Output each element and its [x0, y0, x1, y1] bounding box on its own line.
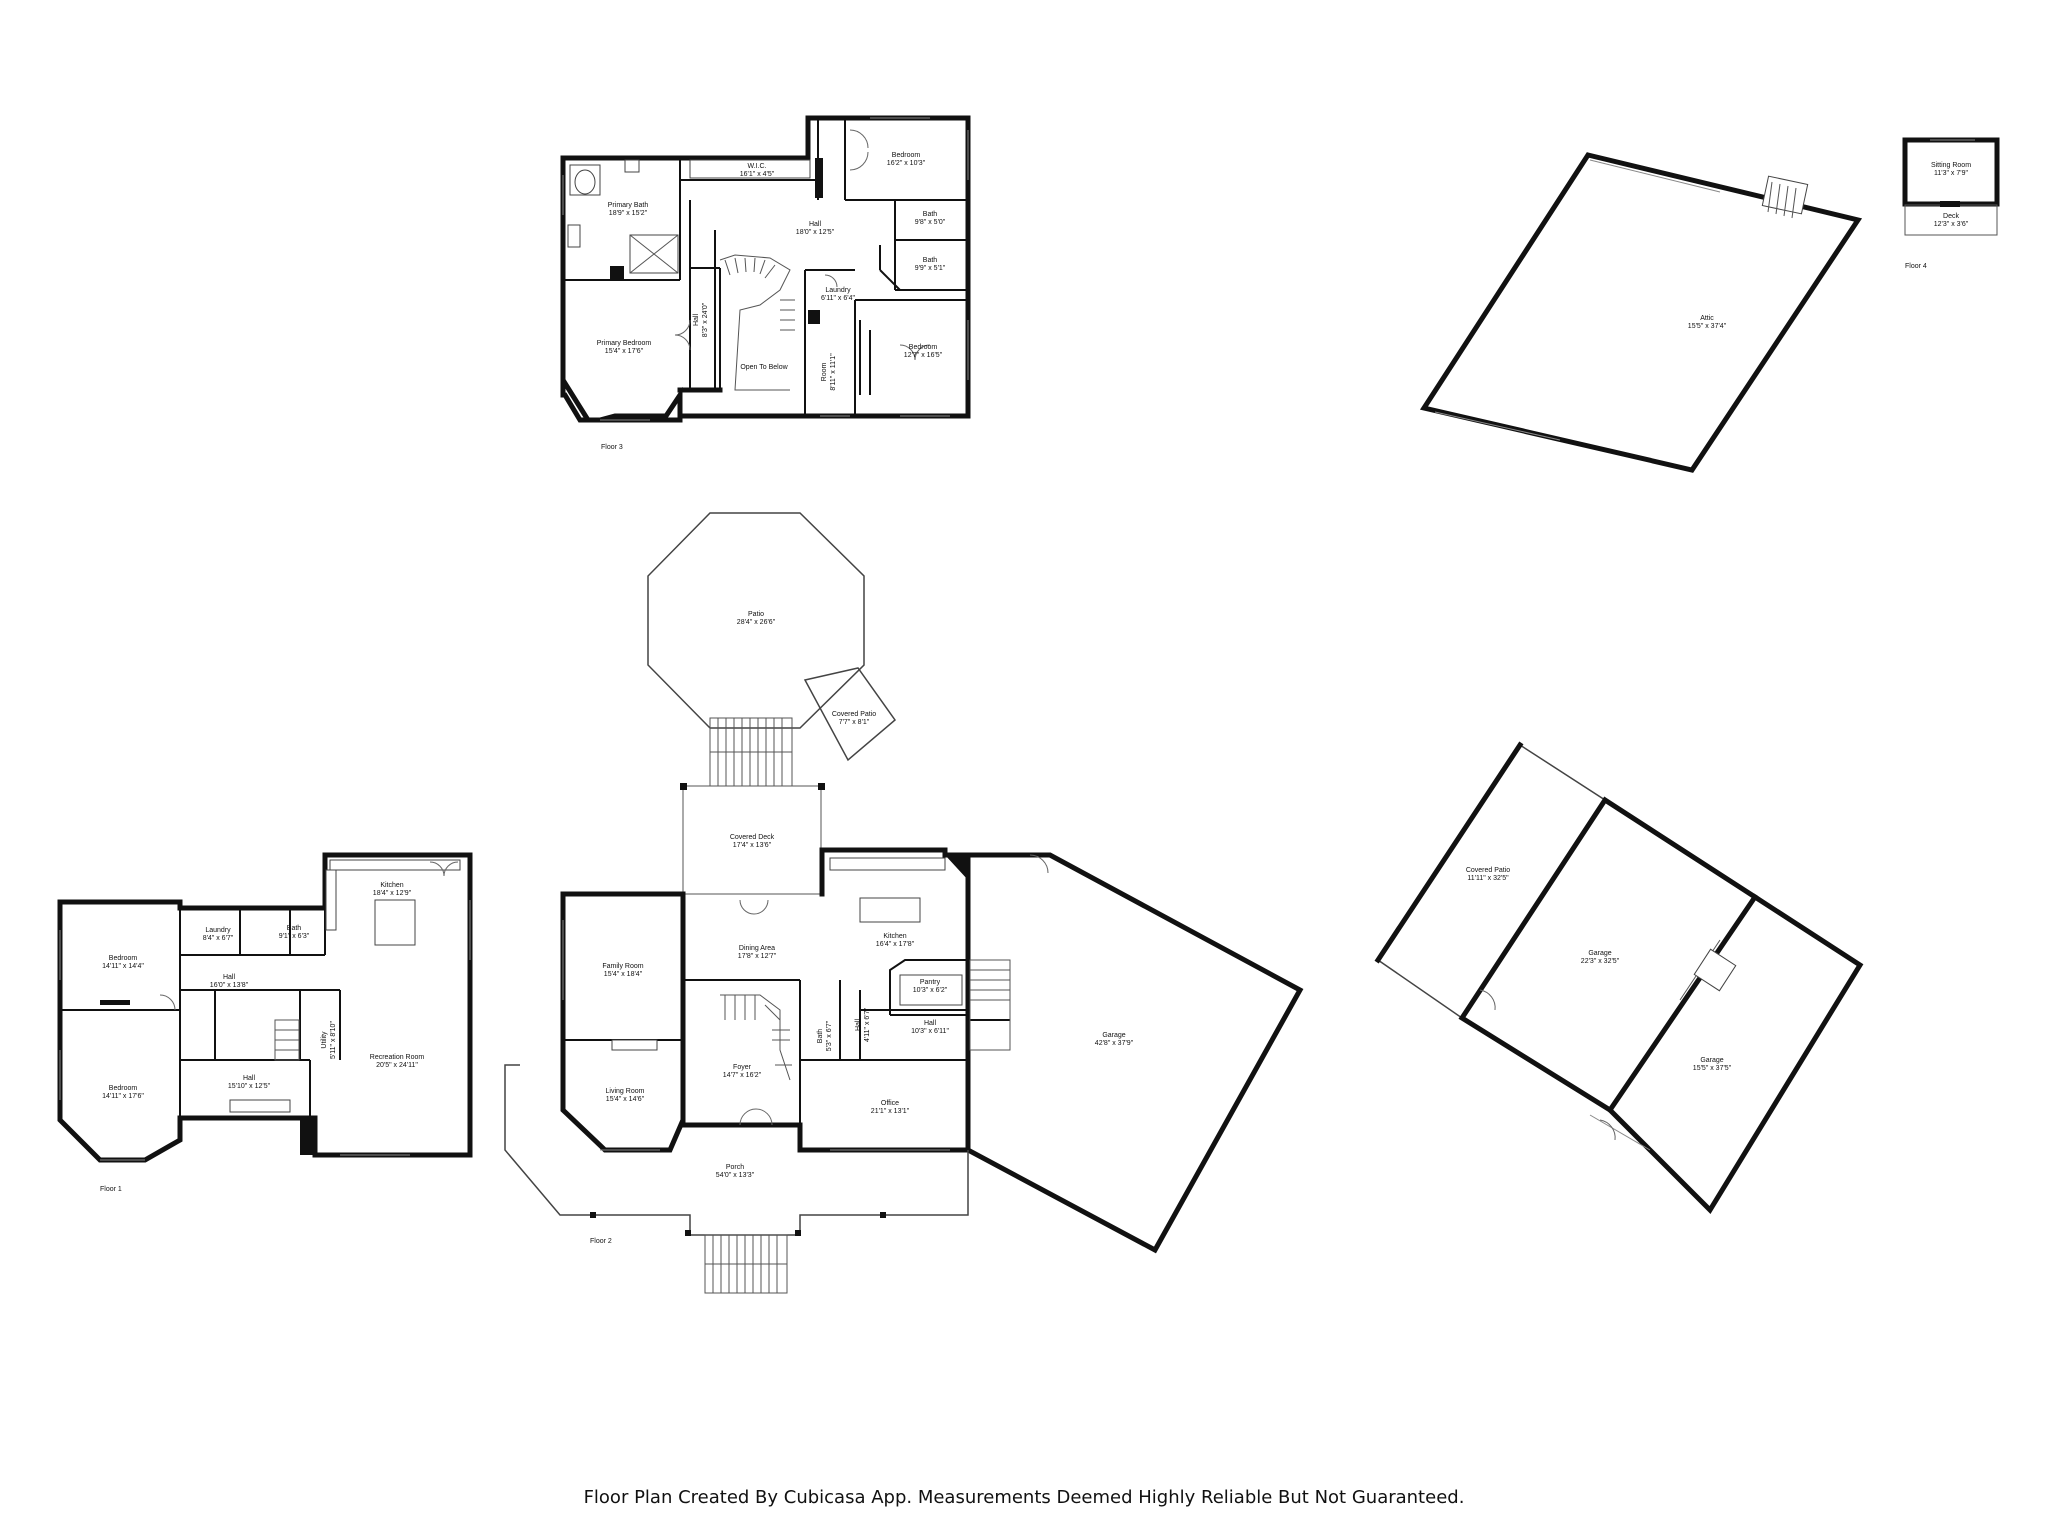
room-dims: 54'0" x 13'3" [716, 1172, 755, 1179]
room-dims: 18'0" x 12'5" [796, 229, 835, 236]
room-name: Garage [1102, 1032, 1125, 1039]
room-dims: 15'5" x 37'4" [1688, 323, 1727, 330]
room-dims: 28'4" x 26'6" [737, 619, 776, 626]
room-name: Bath [923, 257, 938, 264]
room-name: Open To Below [740, 364, 788, 371]
room-dims: 22'3" x 32'5" [1581, 958, 1620, 965]
room-name: Deck [1943, 213, 1959, 220]
outbuilding-plan [1374, 741, 1864, 1215]
room-dims: 12'3" x 3'6" [1934, 221, 1969, 228]
room-dims: 14'11" x 17'6" [102, 1093, 144, 1100]
room-dims: 4'11" x 6'7" [864, 1007, 871, 1041]
room-name: Covered Deck [730, 834, 775, 841]
room-name: Family Room [602, 963, 643, 970]
room-name: Garage [1588, 950, 1611, 957]
floor-1-plan [57, 852, 473, 1163]
room-name: Room [821, 363, 828, 382]
room-name: Garage [1700, 1057, 1723, 1064]
room-name: Attic [1700, 315, 1714, 322]
room-dims: 16'4" x 17'8" [876, 941, 915, 948]
room-dims: 8'3" x 24'0" [702, 302, 709, 337]
room-dims: 15'4" x 14'6" [606, 1096, 645, 1103]
room-name: W.I.C. [747, 163, 766, 170]
room-name: Bath [817, 1029, 824, 1044]
room-name: Laundry [205, 927, 231, 934]
room-dims: 6'11" x 6'4" [821, 295, 855, 302]
room-name: Dining Area [739, 945, 775, 952]
room-dims: 17'4" x 13'6" [733, 842, 772, 849]
room-dims: 9'1" x 6'3" [279, 933, 310, 940]
room-dims: 9'8" x 5'0" [915, 219, 946, 226]
room-dims: 10'3" x 6'2" [913, 987, 948, 994]
room-dims: 14'7" x 16'2" [723, 1072, 762, 1079]
room-name: Living Room [606, 1088, 645, 1095]
room-dims: 16'1" x 4'5" [740, 171, 775, 178]
room-name: Porch [726, 1164, 744, 1171]
room-dims: 15'4" x 18'4" [604, 971, 643, 978]
room-name: Pantry [920, 979, 941, 986]
room-name: Recreation Room [370, 1054, 425, 1061]
room-name: Hall [809, 221, 822, 228]
floor-2-plan [504, 512, 1304, 1294]
room-name: Foyer [733, 1064, 752, 1071]
floor-labels: Floor 3 Floor 4 Floor 2 Floor 1 [100, 263, 1927, 1245]
room-name: Bedroom [109, 1085, 138, 1092]
room-dims: 12'7" x 16'5" [904, 352, 943, 359]
room-dims: 15'4" x 17'6" [605, 348, 644, 355]
room-name: Bedroom [892, 152, 921, 159]
room-name: Hall [223, 974, 236, 981]
room-dims: 18'4" x 12'9" [373, 890, 412, 897]
room-dims: 18'9" x 15'2" [609, 210, 648, 217]
room-name: Bedroom [909, 344, 938, 351]
room-dims: 15'5" x 37'5" [1693, 1065, 1732, 1072]
room-dims: 10'3" x 6'11" [911, 1028, 949, 1035]
room-name: Patio [748, 611, 764, 618]
room-dims: 5'11" x 8'10" [330, 1021, 337, 1059]
floor-4-plan [1419, 137, 2000, 473]
room-name: Sitting Room [1931, 162, 1971, 169]
room-dims: 7'7" x 8'1" [839, 719, 870, 726]
room-name: Kitchen [380, 882, 403, 889]
room-dims: 11'11" x 32'5" [1467, 875, 1509, 882]
floor-3-plan [560, 115, 971, 423]
room-dims: 16'2" x 10'3" [887, 160, 926, 167]
room-dims: 16'0" x 13'8" [210, 982, 249, 989]
room-dims: 8'11" x 11'1" [830, 353, 837, 391]
floor-3-label: Floor 3 [601, 444, 623, 451]
room-name: Covered Patio [832, 711, 876, 718]
floor-1-label: Floor 1 [100, 1186, 122, 1193]
room-dims: 9'9" x 5'1" [915, 265, 946, 272]
room-name: Hall [924, 1020, 937, 1027]
room-name: Primary Bath [608, 202, 649, 209]
room-labels: Primary Bath 18'9" x 15'2" W.I.C. 16'1" … [102, 152, 1971, 1179]
room-dims: 42'8" x 37'9" [1095, 1040, 1134, 1047]
room-name: Office [881, 1100, 899, 1107]
room-dims: 15'10" x 12'5" [228, 1083, 271, 1090]
room-dims: 5'3" x 6'7" [826, 1020, 833, 1051]
room-name: Hall [855, 1019, 862, 1032]
floor-2-label: Floor 2 [590, 1238, 612, 1245]
room-name: Bedroom [109, 955, 138, 962]
room-name: Bath [287, 925, 302, 932]
room-name: Hall [693, 314, 700, 327]
room-name: Utility [321, 1031, 328, 1049]
room-name: Bath [923, 211, 938, 218]
room-dims: 21'1" x 13'1" [871, 1108, 910, 1115]
room-dims: 20'5" x 24'11" [376, 1062, 418, 1069]
room-name: Kitchen [883, 933, 906, 940]
room-dims: 17'8" x 12'7" [738, 953, 777, 960]
disclaimer-footer: Floor Plan Created By Cubicasa App. Meas… [583, 1487, 1465, 1508]
room-name: Covered Patio [1466, 867, 1510, 874]
room-dims: 11'3" x 7'9" [1934, 170, 1968, 177]
room-name: Primary Bedroom [597, 340, 652, 347]
room-name: Hall [243, 1075, 256, 1082]
floor-4-label: Floor 4 [1905, 263, 1927, 270]
room-dims: 14'11" x 14'4" [102, 963, 144, 970]
room-dims: 8'4" x 6'7" [203, 935, 234, 942]
room-name: Laundry [825, 287, 851, 294]
